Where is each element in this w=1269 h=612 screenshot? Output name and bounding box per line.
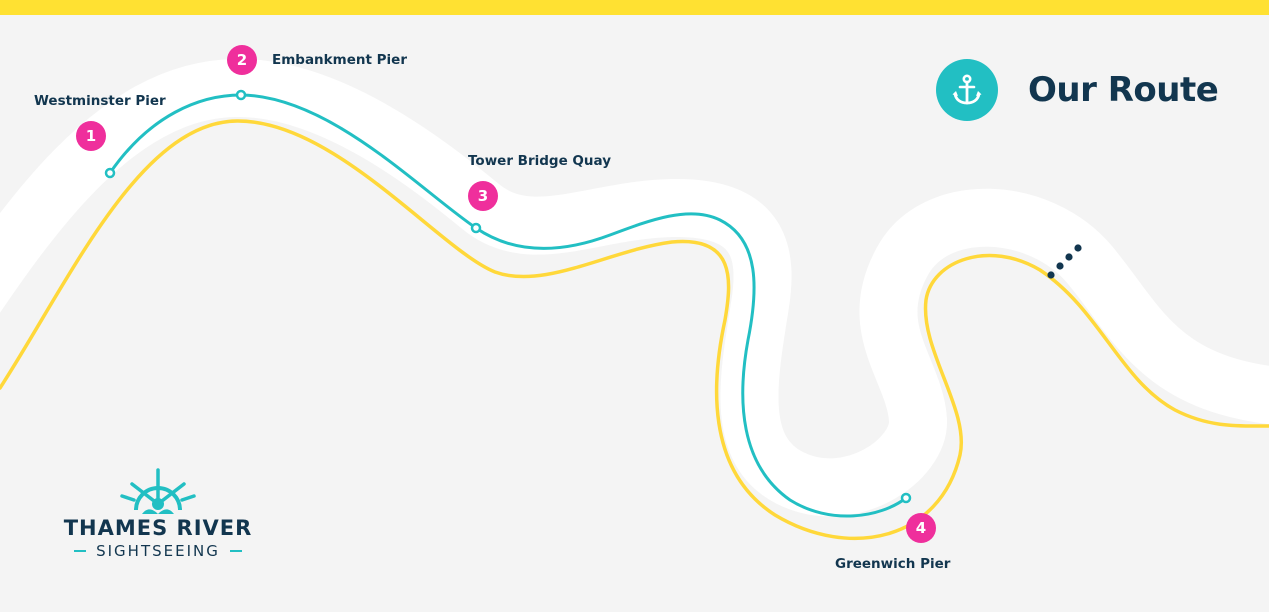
- stop-label-tower-bridge: Tower Bridge Quay: [468, 153, 612, 169]
- stop-label-greenwich: Greenwich Pier: [835, 556, 951, 572]
- top-accent-bar: [0, 0, 1269, 15]
- logo-dash-left: [74, 550, 87, 552]
- stop-label-embankment: Embankment Pier: [272, 52, 407, 68]
- anchor-badge: [936, 59, 998, 121]
- route-marker-4: [900, 492, 912, 504]
- route-marker-1: [104, 167, 116, 179]
- ellipsis-dots-icon: [1047, 244, 1082, 279]
- ship-wheel-icon: [120, 468, 196, 514]
- stop-label-westminster: Westminster Pier: [34, 93, 166, 109]
- stop-badge-3: 3: [468, 181, 498, 211]
- route-marker-2: [235, 89, 247, 101]
- route-marker-3: [470, 222, 482, 234]
- river-bank-line: [0, 119, 1269, 541]
- stop-badge-4: 4: [906, 513, 936, 543]
- logo-name: THAMES RIVER: [63, 516, 253, 540]
- stop-badge-1: 1: [76, 121, 106, 151]
- thames-river: [0, 59, 1269, 517]
- company-logo: THAMES RIVER SIGHTSEEING: [58, 466, 258, 566]
- stop-badge-2: 2: [227, 45, 257, 75]
- page-title: Our Route: [1028, 70, 1219, 110]
- logo-subtitle-row: SIGHTSEEING: [58, 542, 258, 560]
- logo-subtitle: SIGHTSEEING: [96, 542, 220, 560]
- boat-route-line: [108, 93, 908, 518]
- logo-dash-right: [229, 550, 242, 552]
- anchor-icon: [952, 74, 982, 105]
- route-header: Our Route: [936, 59, 1219, 121]
